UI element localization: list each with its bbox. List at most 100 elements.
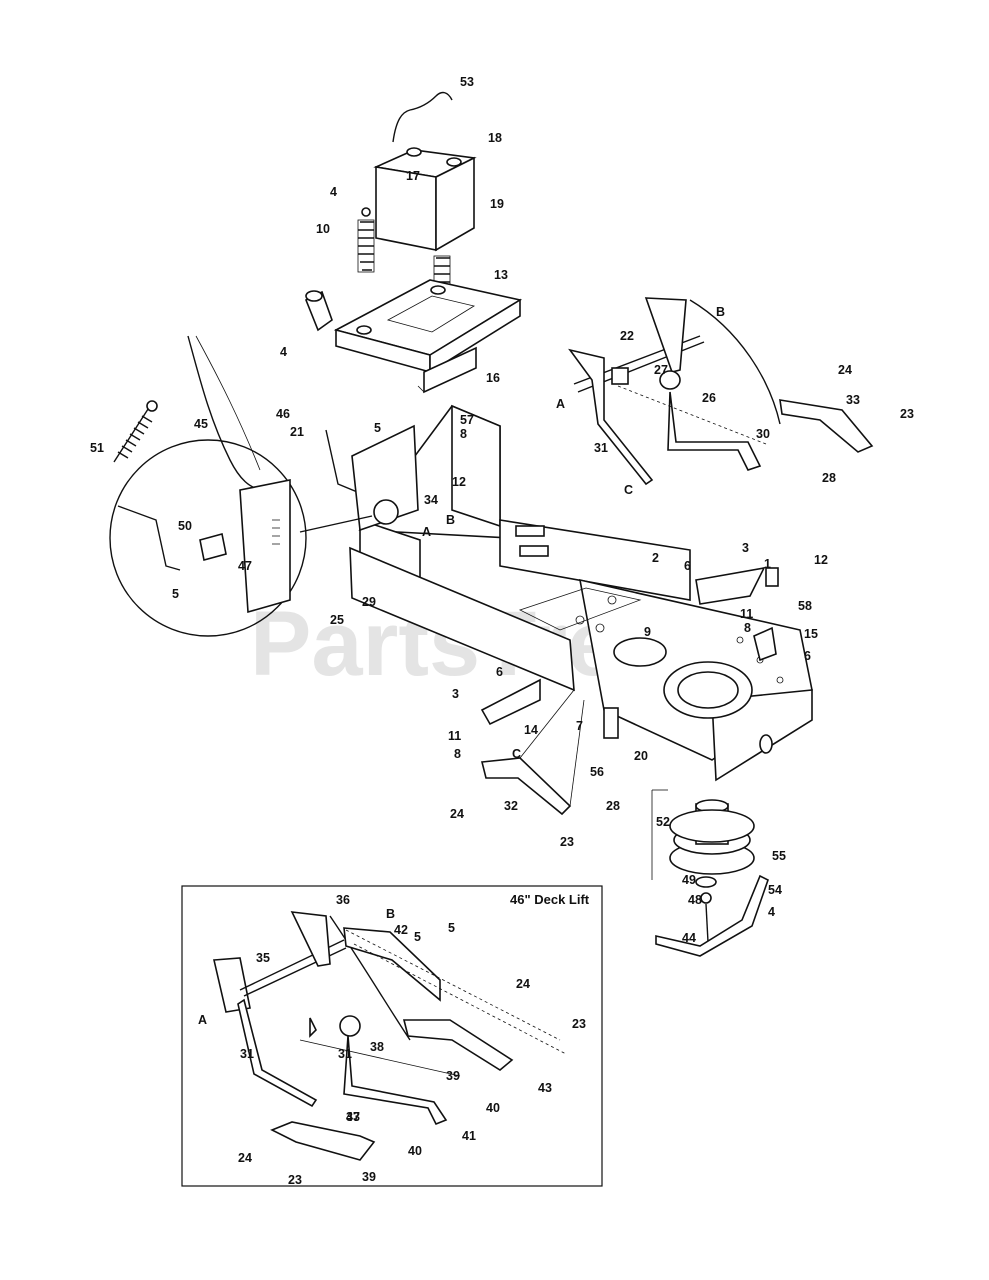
callout-label: 4 [280,345,287,359]
callout-label: 39 [362,1170,376,1184]
callout-label: 23 [288,1173,302,1187]
callout-label: C [512,747,521,761]
callout-label: 51 [90,441,104,455]
callout-label: 5 [172,587,179,601]
callout-label: 54 [768,883,782,897]
callout-label: 12 [452,475,466,489]
lift-bracket-33 [779,399,874,453]
callout-label: 8 [460,427,467,441]
bolt-44 [705,903,709,943]
callout-label: 8 [744,621,751,635]
callout-label: 15 [804,627,818,641]
callout-label: 5 [374,421,381,435]
callout-label: 19 [490,197,504,211]
callout-label: 25 [330,613,344,627]
callout-label: 24 [450,807,464,821]
shift-hub [373,499,399,525]
callout-label: 39 [446,1069,460,1083]
callout-label: 12 [814,553,828,567]
callout-label: 24 [516,977,530,991]
callout-label: 4 [768,905,775,919]
callout-label: 31 [594,441,608,455]
callout-label: 23 [560,835,574,849]
nut-48 [700,892,712,904]
callout-label: 24 [238,1151,252,1165]
callout-label: B [446,513,455,527]
callout-label: 58 [798,599,812,613]
callout-label: 23 [900,407,914,421]
callout-label: 35 [256,951,270,965]
callout-label: 24 [838,363,852,377]
callout-label: 43 [346,1110,360,1124]
callout-label: 18 [488,131,502,145]
detail-magnifier [109,439,373,637]
lift-handle-31 [568,348,654,486]
callout-label: 5 [448,921,455,935]
callout-label: 40 [486,1101,500,1115]
callout-label: B [386,907,395,921]
callout-label: 2 [652,551,659,565]
callout-label: 8 [454,747,461,761]
callout-label: 42 [394,923,408,937]
callout-label: 33 [846,393,860,407]
battery-tray [333,279,523,374]
lift-pedal-30 [667,391,762,471]
callout-label: 21 [290,425,304,439]
battery [373,147,477,252]
callout-label: 56 [590,765,604,779]
callout-label: 36 [336,893,350,907]
callout-label: 57 [460,413,474,427]
callout-label: 26 [702,391,716,405]
callout-label: A [556,397,565,411]
callout-label: 10 [316,222,330,236]
callout-label: 4 [330,185,337,199]
callout-label: 6 [684,559,691,573]
callout-label: 37 [346,1110,360,1124]
inset-parts [213,911,567,1161]
callout-label: 31 [240,1047,254,1061]
callout-label: 6 [496,665,503,679]
cable [187,335,263,491]
callout-label: 29 [362,595,376,609]
callout-label: 44 [682,931,696,945]
callout-label: 13 [494,268,508,282]
callout-label: 30 [756,427,770,441]
lift-clamp-27 [611,367,629,385]
callout-label: 49 [682,873,696,887]
callout-label: 11 [740,607,753,621]
callout-label: 22 [620,329,634,343]
callout-label: 43 [538,1081,552,1095]
callout-label: 40 [408,1144,422,1158]
callout-label: 14 [524,723,538,737]
callout-label: 20 [634,749,648,763]
bracket-line-a [519,689,575,759]
callout-label: 28 [822,471,836,485]
bracket-14 [480,678,541,726]
lift-bracket-32 [481,757,572,816]
callout-label: A [198,1013,207,1027]
callout-label: 23 [572,1017,586,1031]
callout-label: 32 [504,799,518,813]
callout-label: 48 [688,893,702,907]
callout-label: 7 [576,719,583,733]
lift-rod-b [689,299,781,425]
callout-label: 55 [772,849,786,863]
battery-wire [392,91,453,143]
pulley [669,799,755,875]
callout-label: A [422,525,431,539]
shift-handle [304,290,333,332]
part-20 [603,707,619,739]
callout-label: 46 [276,407,290,421]
inset-title: 46" Deck Lift [510,892,590,907]
callout-label: 5 [414,930,421,944]
part-58 [765,567,779,587]
lift-knob-26 [659,370,681,390]
callout-label: C [624,483,633,497]
bracket-1 [695,566,766,605]
callout-label: B [716,305,725,319]
cable-spring [113,400,158,463]
callout-label: 52 [656,815,670,829]
bracket-line-b [569,699,585,807]
